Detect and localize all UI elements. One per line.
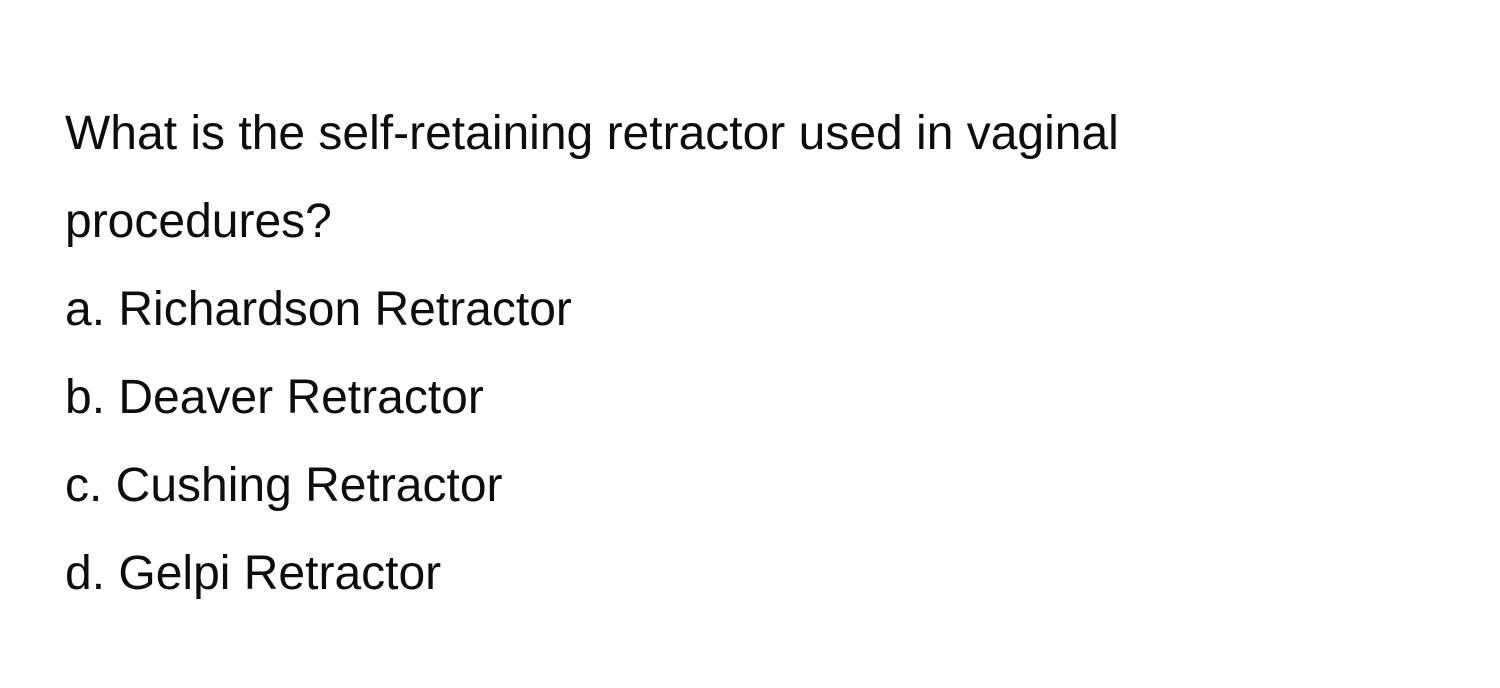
answer-option-c[interactable]: c. Cushing Retractor: [65, 459, 503, 512]
answer-options-list: a. Richardson Retractor b. Deaver Retrac…: [65, 266, 1375, 618]
quiz-block: What is the self-retaining retractor use…: [65, 90, 1375, 618]
question-stem: What is the self-retaining retractor use…: [65, 107, 1119, 248]
answer-option-a[interactable]: a. Richardson Retractor: [65, 283, 572, 336]
answer-option-d[interactable]: d. Gelpi Retractor: [65, 547, 442, 600]
answer-option-b[interactable]: b. Deaver Retractor: [65, 371, 484, 424]
